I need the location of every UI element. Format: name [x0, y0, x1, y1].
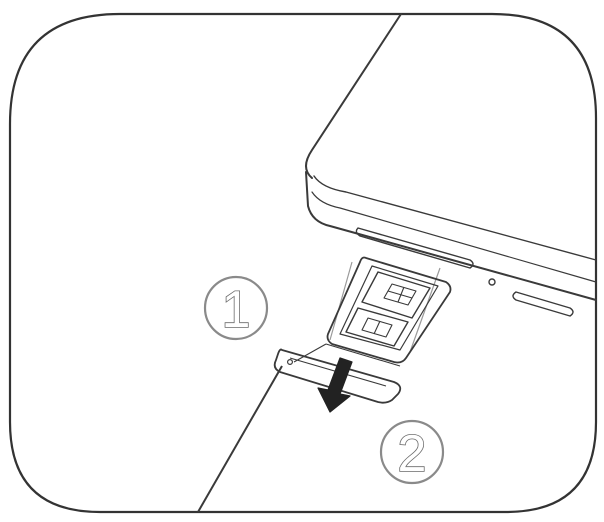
callout-2-number: 2 — [398, 425, 427, 483]
phone-frame-line — [312, 192, 596, 282]
phone-mic-hole — [489, 279, 495, 285]
phone-edge-bottom-outer — [306, 172, 596, 300]
sim-tray — [275, 258, 451, 403]
sim-card-1-chip — [384, 284, 416, 305]
phone-tray-slot — [356, 228, 473, 268]
phone-bezel-line — [314, 176, 596, 260]
phone-edge-left — [306, 14, 401, 178]
callout-2: 2 — [381, 421, 443, 483]
pin-leader-line — [198, 366, 282, 512]
sim-card-2-chip — [362, 318, 392, 337]
rounded-frame — [10, 14, 596, 512]
tray-inner-border — [340, 266, 438, 350]
tray-pin-hole — [288, 360, 293, 365]
callout-1: 1 — [205, 277, 267, 339]
sim-card-1 — [362, 272, 430, 318]
phone-side-button — [513, 292, 573, 316]
callout-1-number: 1 — [222, 281, 251, 339]
